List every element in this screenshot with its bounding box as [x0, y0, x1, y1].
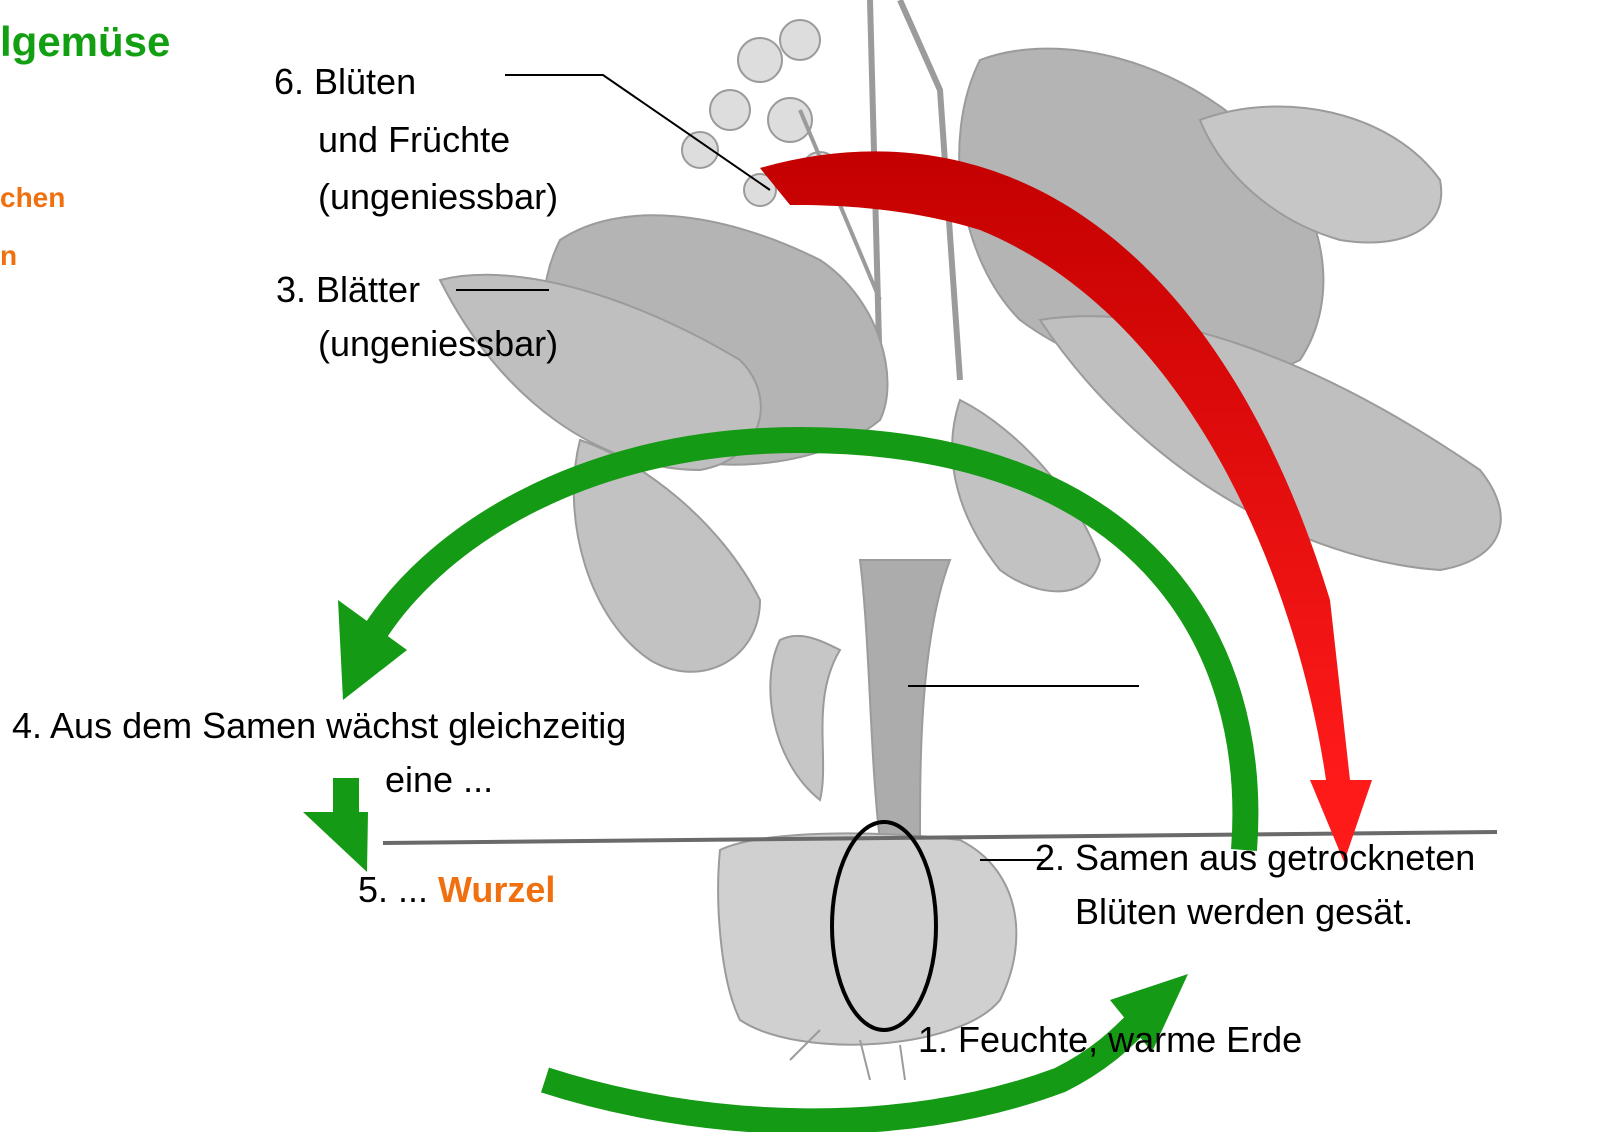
- step2-label-line2: Blüten werden gesät.: [1075, 890, 1413, 934]
- step5-prefix: 5. ...: [358, 869, 428, 910]
- step4-label-line2: eine ...: [385, 758, 493, 802]
- step3-label-line2: (ungeniessbar): [318, 322, 558, 366]
- step6-label-line2: und Früchte: [318, 118, 510, 162]
- step2-label-line1: 2. Samen aus getrockneten: [1035, 836, 1475, 880]
- subtitle-2: n: [0, 240, 17, 272]
- subtitle-1: chen: [0, 182, 65, 214]
- step3-label-line1: 3. Blätter: [276, 268, 420, 312]
- step6-label-line1: 6. Blüten: [274, 60, 416, 104]
- step1-label: 1. Feuchte, warme Erde: [918, 1018, 1302, 1062]
- step5-label: 5. ... Wurzel: [358, 868, 555, 912]
- step5-highlight-word: Wurzel: [438, 869, 555, 910]
- step6-label-line3: (ungeniessbar): [318, 175, 558, 219]
- step4-label-line1: 4. Aus dem Samen wächst gleichzeitig: [12, 704, 626, 748]
- page-title: lgemüse: [0, 18, 170, 66]
- green-down-arrow-icon: [303, 778, 368, 872]
